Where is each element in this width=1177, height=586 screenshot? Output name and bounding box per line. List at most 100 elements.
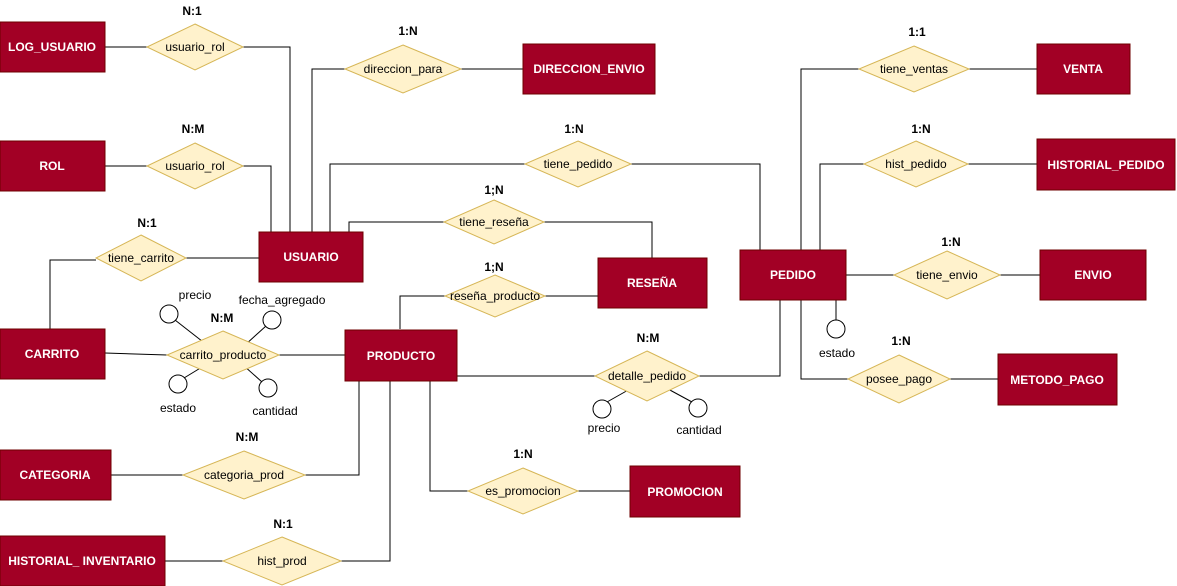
entity-pedido-label: PEDIDO: [770, 268, 816, 282]
edge-usuario_rol-usuario: [243, 46, 291, 232]
attribute-detalle_pedido-precio[interactable]: precio: [588, 399, 621, 435]
edge-carrito-tiene_carrito: [49, 259, 96, 329]
relationship-tiene_pedido-label: tiene_pedido: [544, 157, 613, 171]
entity-envio[interactable]: ENVIO: [1039, 249, 1147, 301]
relationship-hist_prod-label: hist_prod: [257, 554, 306, 568]
entity-categoria[interactable]: CATEGORIA: [0, 449, 112, 501]
cardinality-hist_pedido: 1:N: [911, 122, 930, 136]
cardinality-direccion_para: 1:N: [398, 24, 417, 38]
cardinality-tiene_envio: 1:N: [941, 235, 960, 249]
edge-hist_prod-producto: [341, 381, 391, 562]
relationship-tiene_envio[interactable]: tiene_envio: [892, 250, 1002, 300]
relationship-resena_producto[interactable]: reseña_producto: [443, 274, 547, 318]
cardinality-resena_producto: 1;N: [484, 260, 503, 274]
entity-carrito-label: CARRITO: [25, 347, 79, 361]
cardinality-tiene_carrito: N:1: [137, 216, 157, 230]
relationship-es_promocion[interactable]: es_promocion: [466, 467, 580, 515]
attribute-carrito_producto-estado[interactable]: estado: [160, 374, 196, 415]
cardinality-usuario_rol: N:M: [182, 122, 205, 136]
relationship-tiene_carrito[interactable]: tiene_carrito: [94, 234, 188, 282]
entity-usuario-label: USUARIO: [283, 250, 338, 264]
connectors: [49, 46, 1040, 562]
attribute-carrito_producto-fecha_agregado[interactable]: fecha_agregado: [239, 293, 326, 330]
attribute-detalle_pedido-cantidad-label: cantidad: [676, 423, 721, 437]
edge-pedido-hist_pedido: [819, 163, 864, 250]
entity-carrito[interactable]: CARRITO: [0, 328, 106, 380]
cardinality-categoria_prod: N:M: [236, 430, 259, 444]
relationship-es_promocion-label: es_promocion: [485, 484, 560, 498]
entity-rol-label: ROL: [39, 159, 64, 173]
edge-tiene_resena-resena: [544, 221, 653, 258]
entity-direccion_envio[interactable]: DIRECCION_ENVIO: [522, 43, 656, 95]
cardinality-hist_prod: N:1: [273, 517, 293, 531]
entity-promocion-label: PROMOCION: [647, 485, 722, 499]
relationship-usuario_rol[interactable]: usuario_rol: [145, 142, 245, 190]
attribute-carrito_producto-fecha_agregado-label: fecha_agregado: [239, 293, 326, 307]
relationship-tiene_resena[interactable]: tiene_reseña: [442, 199, 546, 245]
entity-historial_pedido[interactable]: HISTORIAL_PEDIDO: [1036, 138, 1176, 191]
edge-usuario_rol2-usuario: [243, 165, 272, 232]
attribute-detalle_pedido-cantidad[interactable]: cantidad: [676, 398, 722, 437]
entity-rol[interactable]: ROL: [0, 140, 106, 192]
edge-categoria_prod-producto: [305, 381, 360, 476]
cardinality-tiene_resena: 1;N: [484, 183, 503, 197]
edge-carrito-carrito_producto: [104, 352, 168, 356]
relationship-usuario_rol-log[interactable]: usuario_rol: [145, 23, 245, 71]
relationship-tiene_carrito-label: tiene_carrito: [108, 251, 174, 265]
relationship-hist_pedido[interactable]: hist_pedido: [862, 140, 970, 188]
entity-usuario[interactable]: USUARIO: [258, 231, 364, 283]
entity-pedido[interactable]: PEDIDO: [739, 249, 847, 301]
relationship-tiene_pedido[interactable]: tiene_pedido: [523, 140, 633, 188]
entity-metodo_pago[interactable]: METODO_PAGO: [997, 353, 1118, 406]
cardinality-tiene_pedido: 1:N: [564, 122, 583, 136]
entity-producto-label: PRODUCTO: [367, 349, 435, 363]
entity-producto[interactable]: PRODUCTO: [344, 329, 458, 382]
edge-detalle_pedido-pedido: [699, 300, 781, 377]
relationship-posee_pago-label: posee_pago: [866, 372, 932, 386]
relationship-hist_prod[interactable]: hist_prod: [221, 536, 343, 586]
relationship-detalle_pedido[interactable]: detalle_pedido: [593, 350, 701, 402]
relationship-direccion_para[interactable]: direccion_para: [343, 44, 463, 94]
attribute-carrito_producto-cantidad-label: cantidad: [252, 404, 297, 418]
entity-log_usuario-label: LOG_USUARIO: [8, 40, 96, 54]
attribute-pedido-estado-label: estado: [819, 346, 855, 360]
attribute-pedido-estado[interactable]: estado: [819, 319, 855, 360]
entity-log_usuario[interactable]: LOG_USUARIO: [0, 21, 106, 73]
edge-attr-dp-cantidad: [667, 388, 693, 403]
relationship-carrito_producto[interactable]: carrito_producto: [165, 330, 281, 380]
relationship-usuario_rol-log-label: usuario_rol: [165, 40, 224, 54]
entity-promocion[interactable]: PROMOCION: [629, 465, 741, 518]
cardinality-tiene_ventas: 1:1: [908, 25, 926, 39]
edge-producto-es_promocion: [429, 381, 468, 492]
cardinality-es_promocion: 1:N: [513, 447, 532, 461]
cardinality-usuario_rol-log: N:1: [182, 4, 202, 18]
relationship-direccion_para-label: direccion_para: [364, 62, 443, 76]
attribute-carrito_producto-precio-label: precio: [179, 288, 212, 302]
relationship-carrito_producto-label: carrito_producto: [180, 348, 267, 362]
attribute-carrito_producto-precio[interactable]: precio: [159, 288, 212, 324]
relationship-tiene_ventas[interactable]: tiene_ventas: [857, 45, 971, 93]
edge-usuario-direccion_para: [311, 68, 345, 232]
relationship-resena_producto-label: reseña_producto: [450, 289, 540, 303]
cardinality-posee_pago: 1:N: [891, 334, 910, 348]
edge-pedido-posee_pago: [800, 300, 848, 380]
cardinality-detalle_pedido: N:M: [637, 331, 660, 345]
relationship-usuario_rol-label: usuario_rol: [165, 159, 224, 173]
entity-historial_inventario-label: HISTORIAL_ INVENTARIO: [8, 554, 156, 568]
relationship-tiene_resena-label: tiene_reseña: [459, 215, 529, 229]
relationship-hist_pedido-label: hist_pedido: [885, 157, 947, 171]
edge-tiene_pedido-pedido: [631, 163, 761, 250]
entity-historial_inventario[interactable]: HISTORIAL_ INVENTARIO: [0, 535, 166, 586]
entity-categoria-label: CATEGORIA: [19, 468, 90, 482]
relationship-categoria_prod[interactable]: categoria_prod: [181, 450, 307, 500]
relationship-posee_pago[interactable]: posee_pago: [846, 354, 952, 404]
entity-resena-label: RESEÑA: [627, 275, 677, 290]
entity-resena[interactable]: RESEÑA: [597, 257, 708, 309]
edge-producto-resena_producto: [399, 295, 445, 329]
entity-venta[interactable]: VENTA: [1036, 43, 1131, 95]
attribute-carrito_producto-cantidad[interactable]: cantidad: [252, 378, 298, 418]
relationship-tiene_envio-label: tiene_envio: [916, 268, 978, 282]
edge-usuario-tiene_pedido: [329, 163, 525, 232]
relationship-categoria_prod-label: categoria_prod: [204, 468, 284, 482]
